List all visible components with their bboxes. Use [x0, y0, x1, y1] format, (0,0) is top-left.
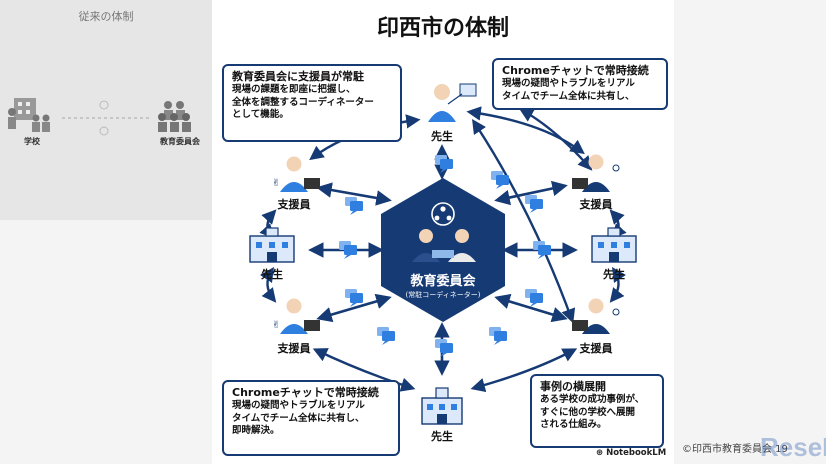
chat-bubble-icon: [377, 327, 395, 345]
support-ur-illustration: [572, 154, 620, 192]
support-ll-illustration: ✌: [272, 298, 320, 334]
callout-chrome-chat-bottom: Chromeチャットで常時接続 現場の疑問やトラブルをリアル タイムでチーム全体…: [222, 380, 400, 456]
callout-body: 現場の課題を即座に把握し、 全体を調整するコーディネーター として機能。: [232, 84, 374, 120]
hub-title: 教育委員会: [410, 274, 476, 289]
callout-heading: Chromeチャットで常時接続: [502, 64, 649, 77]
school-people-icon: [8, 108, 50, 132]
teacher-left-label: 先生: [261, 268, 283, 281]
arrow-teacher-right-support-lr: [609, 267, 626, 303]
school-label: 学校: [24, 137, 40, 146]
chat-bubble-icon: [435, 155, 453, 173]
teacher-top-illustration: [428, 83, 477, 122]
chat-bubble-icon: [525, 195, 543, 213]
svg-text:✌: ✌: [272, 320, 280, 331]
chat-bubble-icon: [489, 327, 507, 345]
network-icon: [431, 202, 455, 226]
site-watermark: ReseE: [760, 432, 826, 462]
arrow-teacher-top-support-ur: [466, 106, 585, 155]
board-label: 教育委員会: [160, 137, 200, 146]
callout-heading: 事例の横展開: [540, 380, 606, 393]
school-building-icon: [14, 98, 36, 120]
support-ul-illustration: ✌: [272, 156, 320, 192]
chat-bubble-icon: [435, 339, 453, 357]
callout-body: ある学校の成功事例が、 すぐに他の学校へ展開 される仕組み。: [540, 394, 645, 430]
callout-heading: 教育委員会に支援員が常駐: [232, 70, 364, 83]
main-slide: 印西市の体制: [212, 0, 674, 464]
arrow-support-ll-teacher-bottom: [312, 348, 416, 392]
support-ul-label: 支援員: [277, 198, 311, 211]
callout-body: 現場の疑問やトラブルをリアル タイムでチーム全体に共有し、: [502, 78, 635, 102]
teacher-bottom-label: 先生: [431, 430, 453, 443]
arrow-hub-support-ll: [316, 293, 392, 323]
previous-slide-title: 従来の体制: [78, 10, 134, 23]
callout-heading: Chromeチャットで常時接続: [232, 386, 379, 399]
callout-case-sharing: 事例の横展開 ある学校の成功事例が、 すぐに他の学校へ展開 される仕組み。: [530, 374, 664, 448]
chat-bubble-icon: [345, 289, 363, 307]
notebooklm-brand: ⊛ NotebookLM: [596, 448, 667, 458]
hub-subtitle: (常駐コーディネーター): [405, 291, 481, 299]
previous-slide-panel: 従来の体制 学校 教育委員会: [0, 0, 212, 220]
callout-chrome-chat-top: Chromeチャットで常時接続 現場の疑問やトラブルをリアル タイムでチーム全体…: [492, 58, 668, 110]
clock-icon: [99, 100, 109, 110]
arrow-hub-support-ul: [316, 182, 392, 206]
support-ur-label: 支援員: [579, 198, 613, 211]
arrow-teacher-top-support-lr: [472, 118, 576, 324]
svg-text:✌: ✌: [272, 178, 280, 189]
callout-body: 現場の疑問やトラブルをリアル タイムでチーム全体に共有し、 即時解決。: [232, 400, 365, 436]
arrow-callout-tr-support-ur: [518, 108, 593, 171]
support-ll-label: 支援員: [277, 342, 311, 355]
clock-icon: [99, 126, 109, 136]
teacher-right-school-illustration: [591, 227, 637, 263]
arrow-teacher-left-support-ll: [260, 267, 277, 303]
chat-bubble-icon: [525, 289, 543, 307]
teacher-top-label: 先生: [431, 130, 453, 143]
board-staff-icon: [412, 229, 476, 262]
chat-bubble-icon: [339, 241, 357, 259]
callout-board-support: 教育委員会に支援員が常駐 現場の課題を即座に把握し、 全体を調整するコーディネー…: [222, 64, 402, 142]
teacher-bottom-school-illustration: [421, 387, 463, 425]
arrow-support-lr-teacher-bottom: [470, 348, 578, 393]
teacher-left-school-illustration: [249, 227, 295, 263]
previous-slide-illustration: [8, 98, 191, 136]
notebooklm-logo-icon: ⊛: [596, 448, 607, 458]
support-lr-label: 支援員: [579, 342, 613, 355]
chat-bubble-icon: [533, 241, 551, 259]
slide-title: 印西市の体制: [376, 16, 509, 41]
chat-bubble-icon: [345, 197, 363, 215]
support-lr-illustration: [572, 298, 620, 334]
slide-copyright: ©印西市教育委員会 19: [682, 444, 788, 455]
board-people-icon: [158, 101, 191, 132]
structure-diagram: ✌ ✌: [249, 83, 637, 425]
teacher-right-label: 先生: [603, 268, 625, 281]
